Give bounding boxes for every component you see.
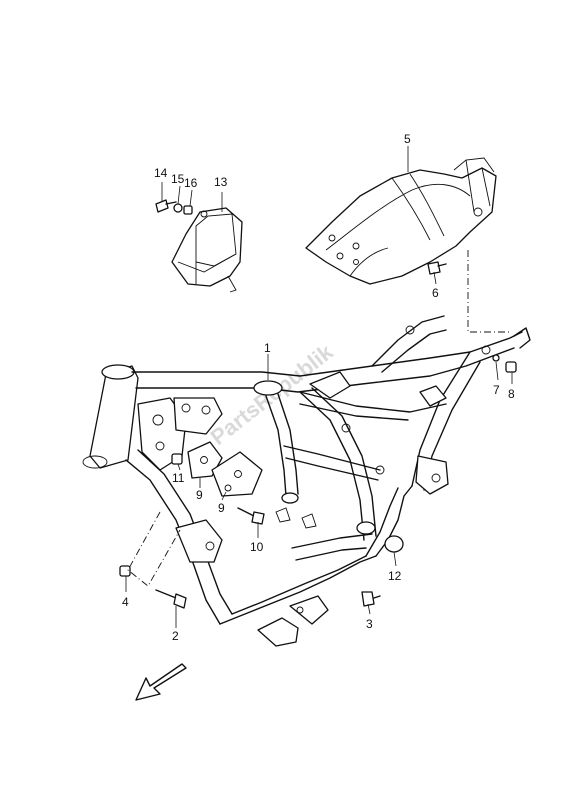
callout-9-b: 9 — [218, 501, 225, 515]
callout-15: 15 — [171, 172, 185, 186]
callout-8: 8 — [508, 387, 515, 401]
callout-5: 5 — [404, 132, 411, 146]
callout-10: 10 — [250, 540, 264, 554]
rear-fender-part[interactable] — [305, 157, 497, 285]
callout-16: 16 — [184, 176, 198, 190]
bolt-part-10[interactable] — [237, 507, 265, 525]
callout-2: 2 — [172, 629, 179, 643]
callout-9-a: 9 — [196, 488, 203, 502]
washer-part-15[interactable] — [173, 203, 183, 213]
front-direction-arrow-icon — [135, 663, 187, 701]
callout-4: 4 — [122, 595, 129, 609]
bolt-part-14[interactable] — [155, 199, 177, 213]
callout-6: 6 — [432, 286, 439, 300]
assembly-line-left — [127, 511, 181, 587]
washer-part-7[interactable] — [492, 354, 500, 362]
plug-part-12[interactable] — [384, 535, 404, 553]
callout-14: 14 — [154, 166, 168, 180]
nut-part-4[interactable] — [119, 565, 131, 577]
bracket-part-13[interactable] — [171, 207, 243, 293]
main-frame-part[interactable] — [82, 315, 531, 647]
assembly-line-fender — [467, 250, 512, 333]
bolt-part-6[interactable] — [427, 261, 447, 275]
callout-7: 7 — [493, 383, 500, 397]
callout-12: 12 — [388, 569, 402, 583]
callout-1: 1 — [264, 341, 271, 355]
bolt-part-2[interactable] — [155, 589, 187, 609]
engine-mount-bracket-part-9b[interactable] — [211, 451, 263, 497]
callout-11: 11 — [172, 471, 185, 485]
nut-part-11[interactable] — [171, 453, 183, 465]
nut-part-16[interactable] — [183, 205, 193, 215]
callout-3: 3 — [366, 617, 373, 631]
callout-13: 13 — [214, 175, 228, 189]
bolt-part-3[interactable] — [361, 591, 381, 607]
nut-part-8[interactable] — [505, 361, 517, 373]
